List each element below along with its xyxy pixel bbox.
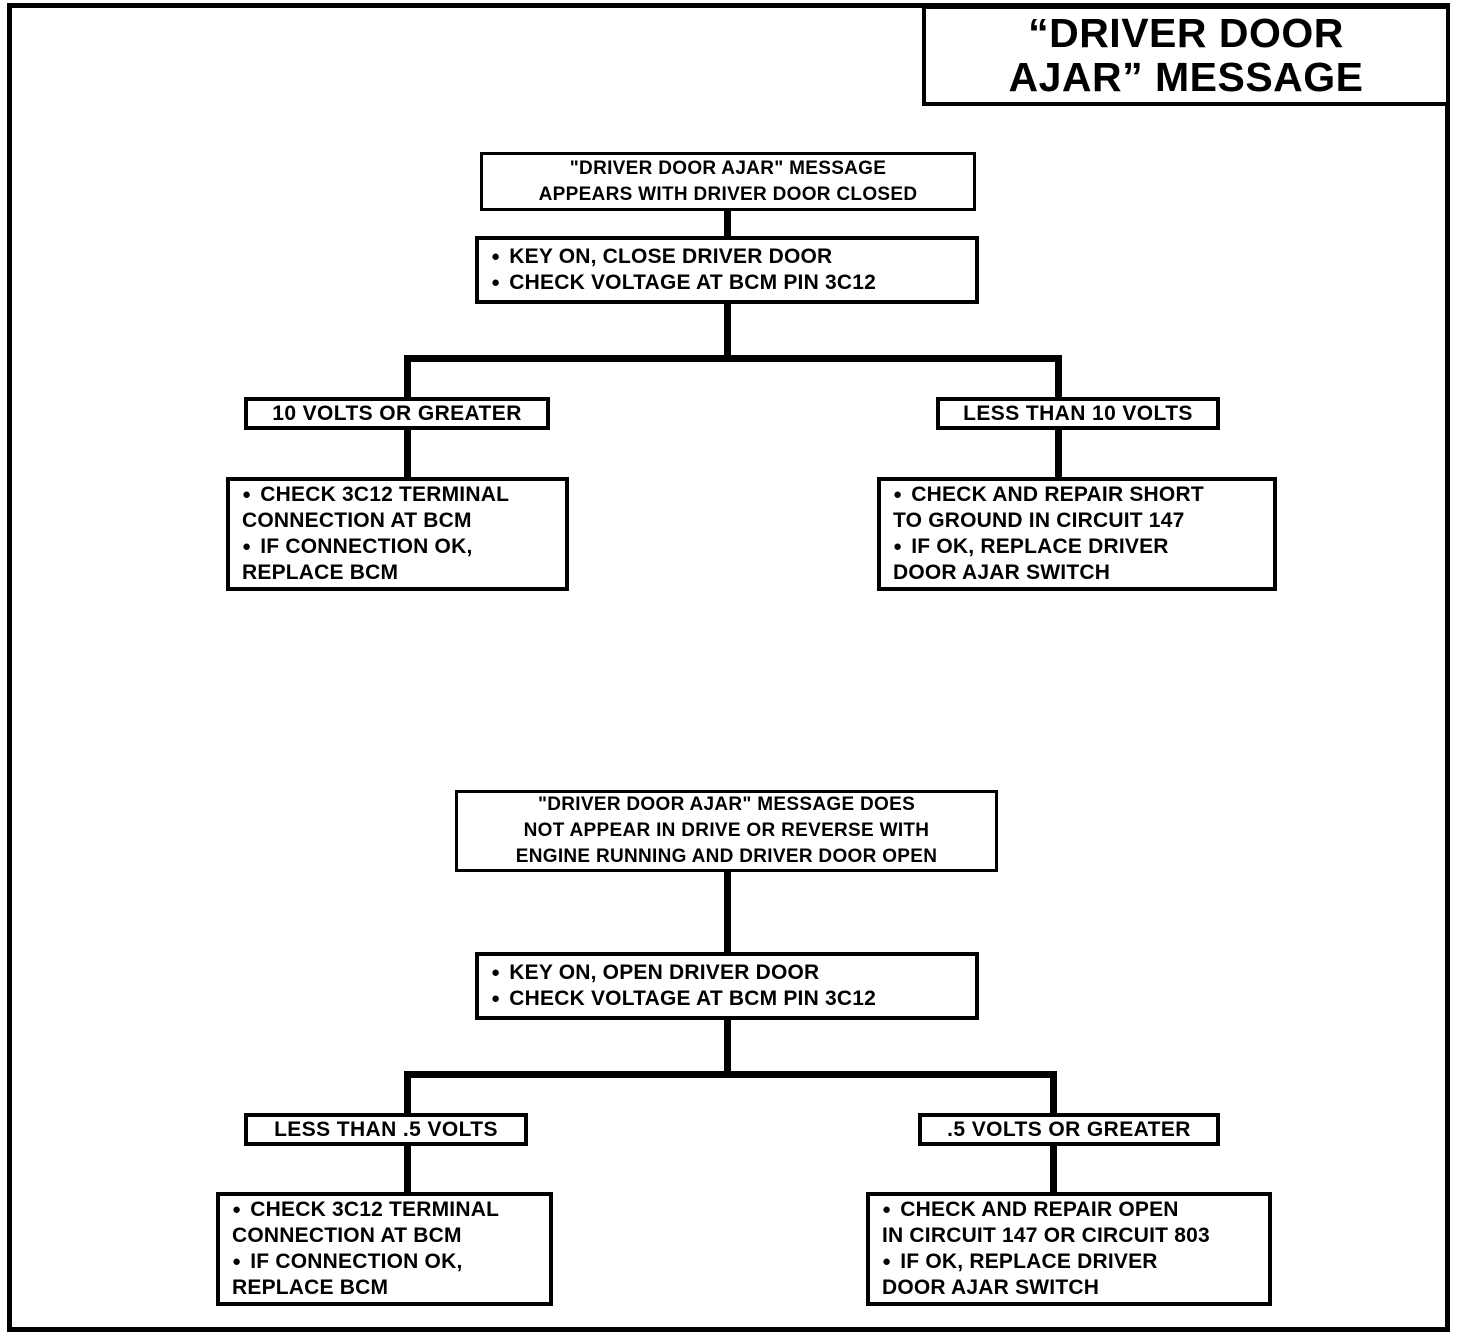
bottom-right-action-box: CHECK AND REPAIR OPEN IN CIRCUIT 147 OR … [866, 1192, 1272, 1306]
bottom-right-action-line-4: DOOR AJAR SWITCH [882, 1276, 1100, 1299]
bottom-left-action-line-1: CHECK 3C12 TERMINAL [232, 1197, 537, 1223]
top-left-action-line-1: CHECK 3C12 TERMINAL [242, 482, 553, 508]
page-title-line-2: AJAR” MESSAGE [1008, 53, 1364, 100]
top-left-action-box: CHECK 3C12 TERMINAL CONNECTION AT BCM IF… [226, 477, 569, 591]
connector-bottom-symptom-to-test [724, 872, 731, 954]
bottom-left-action-box: CHECK 3C12 TERMINAL CONNECTION AT BCM IF… [216, 1192, 553, 1306]
connector-bottom-test-stem [724, 1020, 731, 1078]
top-test-step-box: KEY ON, CLOSE DRIVER DOOR CHECK VOLTAGE … [475, 236, 979, 304]
top-right-action-line-2: TO GROUND IN CIRCUIT 147 [893, 509, 1185, 532]
bottom-symptom-line-3: ENGINE RUNNING AND DRIVER DOOR OPEN [515, 846, 938, 867]
bottom-right-action-line-2: IN CIRCUIT 147 OR CIRCUIT 803 [882, 1224, 1210, 1247]
top-symptom-line-1: "DRIVER DOOR AJAR" MESSAGE [569, 157, 887, 179]
connector-top-symptom-to-test [724, 211, 731, 236]
page-border [7, 3, 1450, 1332]
bottom-left-condition-box: LESS THAN .5 VOLTS [244, 1113, 528, 1146]
bottom-right-action-line-1: CHECK AND REPAIR OPEN [882, 1197, 1256, 1223]
connector-bottom-right-label-to-action [1050, 1144, 1057, 1196]
top-test-step-line-2: CHECK VOLTAGE AT BCM PIN 3C12 [491, 270, 963, 296]
top-right-action-box: CHECK AND REPAIR SHORT TO GROUND IN CIRC… [877, 477, 1277, 591]
top-left-action-line-3: IF CONNECTION OK, [242, 534, 553, 560]
top-right-condition-label: LESS THAN 10 VOLTS [963, 401, 1193, 425]
top-left-action-line-2: CONNECTION AT BCM [242, 509, 472, 532]
diagram-title-plate: “DRIVER DOOR AJAR” MESSAGE [922, 5, 1450, 106]
connector-bottom-branch-bus [404, 1071, 1057, 1078]
bottom-symptom-box: "DRIVER DOOR AJAR" MESSAGE DOES NOT APPE… [455, 790, 998, 872]
connector-bottom-branch-left-drop [404, 1071, 411, 1118]
bottom-symptom-line-1: "DRIVER DOOR AJAR" MESSAGE DOES [537, 794, 916, 815]
connector-top-left-label-to-action [404, 428, 411, 480]
bottom-right-condition-label: .5 VOLTS OR GREATER [947, 1117, 1191, 1141]
top-left-action-line-4: REPLACE BCM [242, 561, 399, 584]
top-left-condition-label: 10 VOLTS OR GREATER [272, 401, 522, 425]
top-right-condition-box: LESS THAN 10 VOLTS [936, 397, 1220, 430]
bottom-test-step-line-2: CHECK VOLTAGE AT BCM PIN 3C12 [491, 986, 963, 1012]
connector-top-branch-left-drop [404, 355, 411, 400]
bottom-right-condition-box: .5 VOLTS OR GREATER [918, 1113, 1220, 1146]
bottom-left-condition-label: LESS THAN .5 VOLTS [274, 1117, 498, 1141]
bottom-left-action-line-4: REPLACE BCM [232, 1276, 389, 1299]
page-title-line-1: “DRIVER DOOR [1028, 10, 1344, 57]
top-right-action-line-1: CHECK AND REPAIR SHORT [893, 482, 1261, 508]
connector-top-right-label-to-action [1055, 428, 1062, 480]
bottom-left-action-line-3: IF CONNECTION OK, [232, 1249, 537, 1275]
top-right-action-line-4: DOOR AJAR SWITCH [893, 561, 1111, 584]
connector-bottom-branch-right-drop [1050, 1071, 1057, 1118]
bottom-symptom-line-2: NOT APPEAR IN DRIVE OR REVERSE WITH [523, 820, 930, 841]
top-right-action-line-3: IF OK, REPLACE DRIVER [893, 534, 1261, 560]
bottom-test-step-box: KEY ON, OPEN DRIVER DOOR CHECK VOLTAGE A… [475, 952, 979, 1020]
connector-top-branch-right-drop [1055, 355, 1062, 400]
bottom-right-action-line-3: IF OK, REPLACE DRIVER [882, 1249, 1256, 1275]
bottom-left-action-line-2: CONNECTION AT BCM [232, 1224, 462, 1247]
bottom-test-step-line-1: KEY ON, OPEN DRIVER DOOR [491, 960, 963, 986]
top-symptom-box: "DRIVER DOOR AJAR" MESSAGE APPEARS WITH … [480, 152, 976, 211]
connector-top-branch-bus [404, 355, 1062, 362]
connector-bottom-left-label-to-action [404, 1144, 411, 1196]
top-test-step-line-1: KEY ON, CLOSE DRIVER DOOR [491, 244, 963, 270]
connector-top-test-stem [724, 304, 731, 362]
top-left-condition-box: 10 VOLTS OR GREATER [244, 397, 550, 430]
top-symptom-line-2: APPEARS WITH DRIVER DOOR CLOSED [538, 183, 918, 205]
